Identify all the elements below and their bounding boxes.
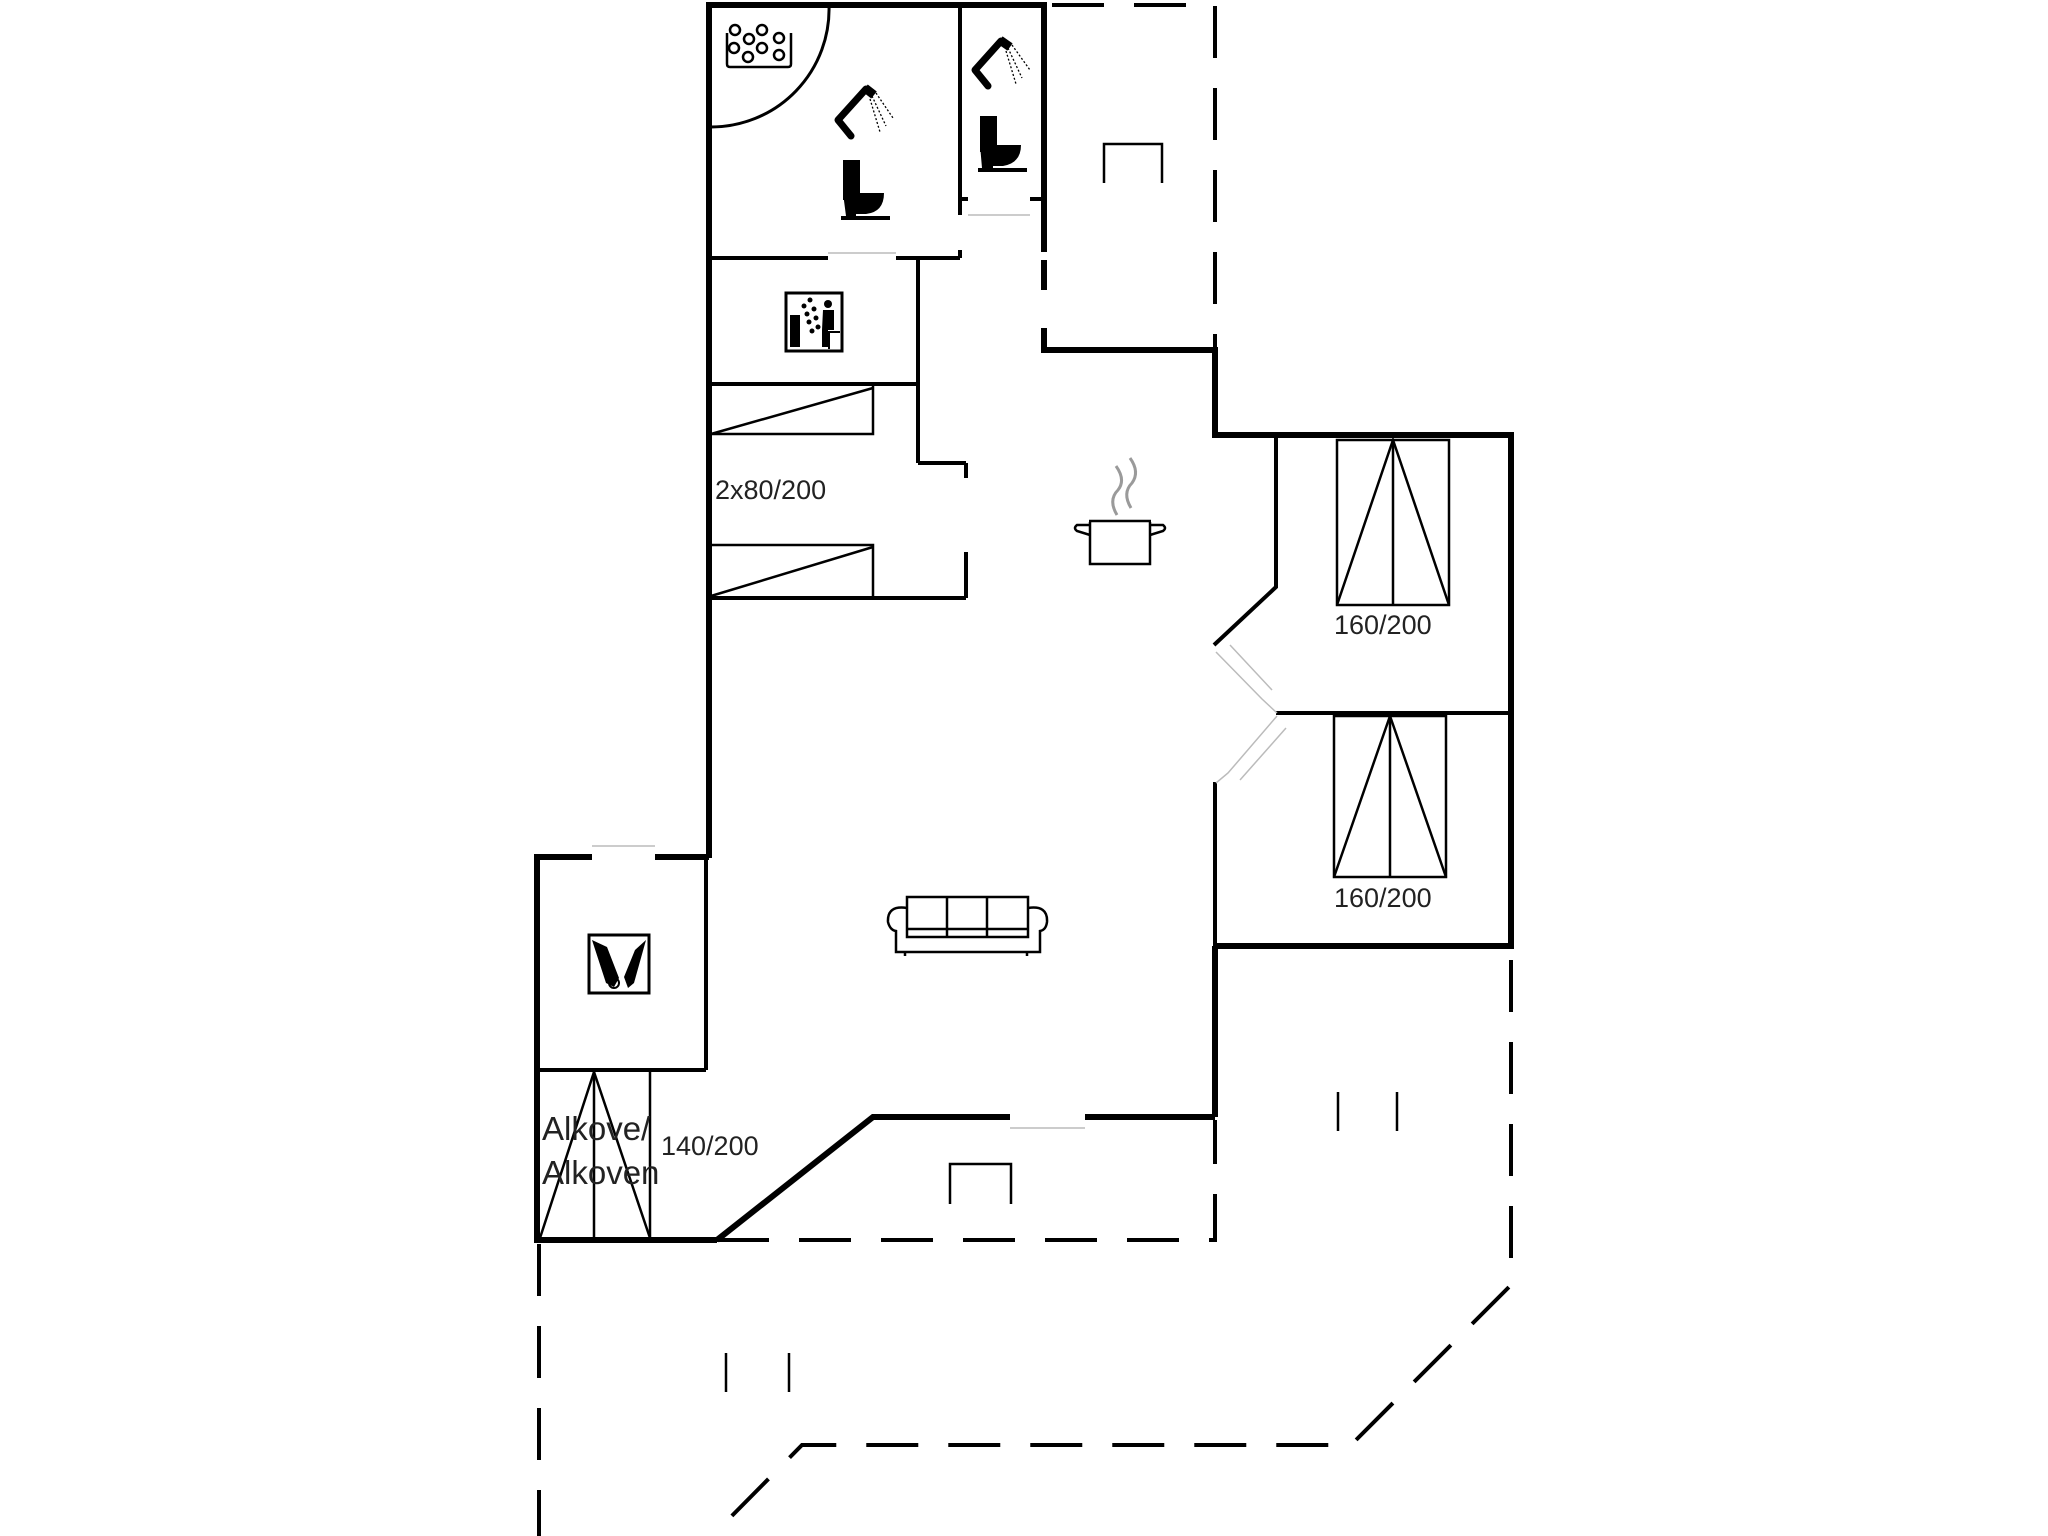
twin-bed-size-label: 2x80/200	[715, 475, 827, 505]
spa-arc	[710, 4, 831, 129]
toilet-icon	[841, 160, 890, 220]
sauna-icon	[784, 291, 844, 353]
double-bed-top-size-label: 160/200	[1334, 610, 1432, 640]
toilet-icon	[978, 116, 1027, 172]
bed-double-top	[1335, 436, 1451, 607]
interior-walls	[537, 5, 1511, 1072]
alcove-bed-size-label: 140/200	[661, 1131, 759, 1161]
alcove-name-line1: Alkove/	[542, 1110, 651, 1147]
double-bed-bottom-size-label: 160/200	[1334, 883, 1432, 913]
shower-icon	[834, 84, 894, 140]
spa-icon	[725, 23, 793, 69]
washing-machine-icon	[587, 933, 651, 995]
sofa-icon	[886, 895, 1049, 956]
shower-icon	[971, 36, 1031, 90]
cooking-pot-icon	[1073, 457, 1167, 566]
exterior-walls	[534, 2, 1514, 1243]
bed-double-bottom	[1332, 712, 1448, 879]
bed-twin-bottom	[710, 543, 875, 598]
step-markers	[724, 142, 1399, 1392]
bed-twin-top	[710, 386, 875, 436]
bed-alcove	[538, 1068, 652, 1239]
alcove-name-line2: Alkoven	[542, 1154, 660, 1191]
door-swings	[592, 214, 1287, 1129]
terrace-outlines	[537, 3, 1513, 1536]
